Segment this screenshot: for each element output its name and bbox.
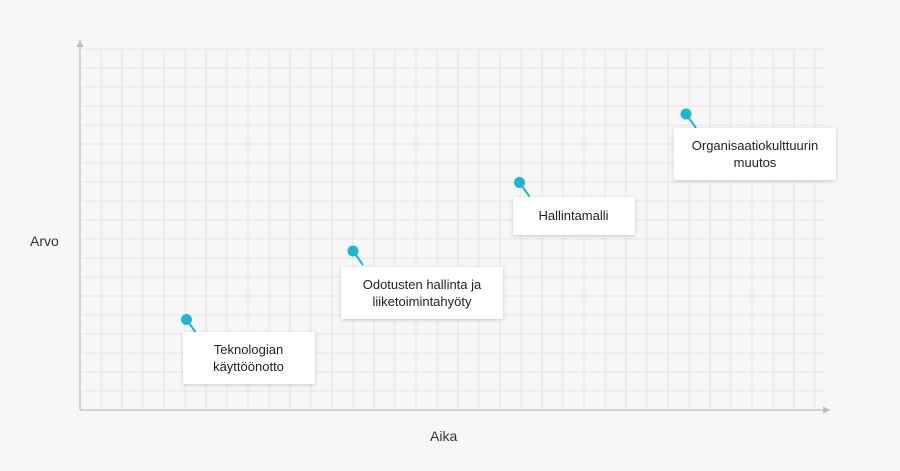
x-axis-label: Aika bbox=[430, 428, 458, 444]
data-point bbox=[181, 314, 192, 325]
grid bbox=[80, 48, 825, 410]
data-point bbox=[514, 177, 525, 188]
data-point-label: Organisaatiokulttuurin muutos bbox=[674, 128, 836, 180]
data-point-label: Hallintamalli bbox=[512, 196, 635, 235]
data-point bbox=[680, 108, 692, 120]
data-point-label: Odotusten hallinta ja liiketoimintahyöty bbox=[341, 267, 503, 319]
y-axis-arrow-icon bbox=[76, 40, 84, 47]
x-axis-arrow-icon bbox=[823, 406, 830, 414]
y-axis-label: Arvo bbox=[30, 233, 59, 249]
data-point bbox=[347, 245, 359, 257]
data-point-label: Teknologian käyttöönotto bbox=[182, 331, 315, 384]
